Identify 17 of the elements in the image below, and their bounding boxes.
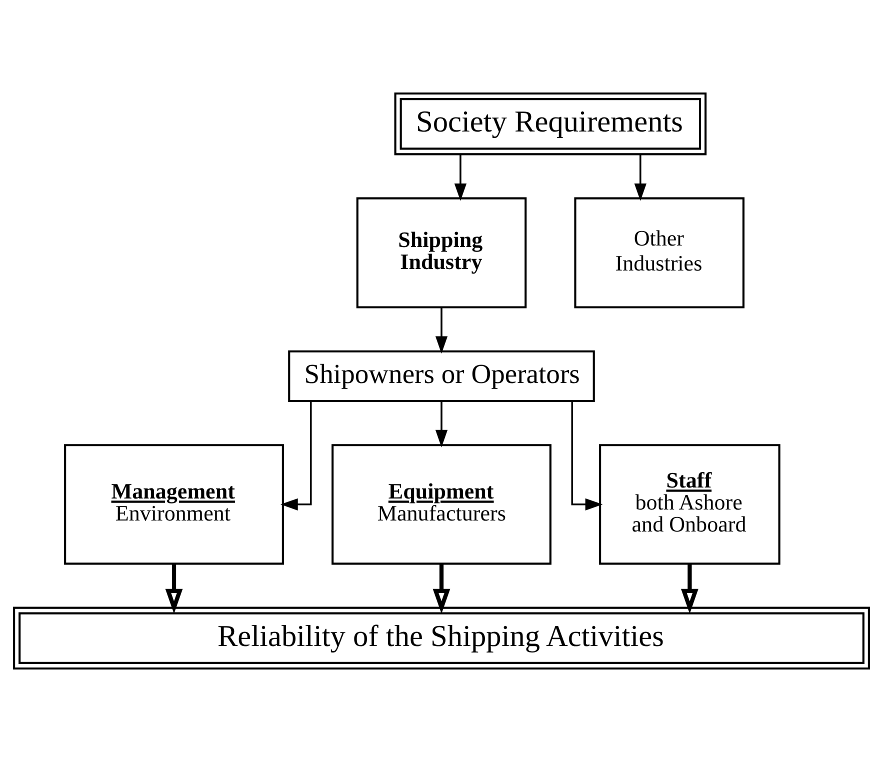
node-box: Other Industries bbox=[574, 196, 744, 308]
arrow bbox=[454, 154, 467, 200]
arrow bbox=[571, 401, 603, 510]
arrow bbox=[435, 306, 448, 354]
arrow bbox=[280, 401, 312, 510]
node-box: Equipment Manufacturers bbox=[332, 444, 552, 564]
node-box: Shipping Industry bbox=[356, 196, 527, 308]
arrow bbox=[165, 563, 183, 614]
arrow bbox=[435, 401, 448, 447]
node-box: Society Requirements bbox=[394, 92, 707, 155]
arrow bbox=[634, 154, 646, 200]
arrow bbox=[432, 563, 450, 614]
node-box: Staff both Ashore and Onboard bbox=[599, 444, 780, 564]
node-box: Management Environment bbox=[64, 444, 284, 564]
node-box: Shipowners or Operators bbox=[288, 350, 595, 402]
node-box: Reliability of the Shipping Activities bbox=[13, 606, 870, 670]
arrow bbox=[680, 563, 698, 614]
